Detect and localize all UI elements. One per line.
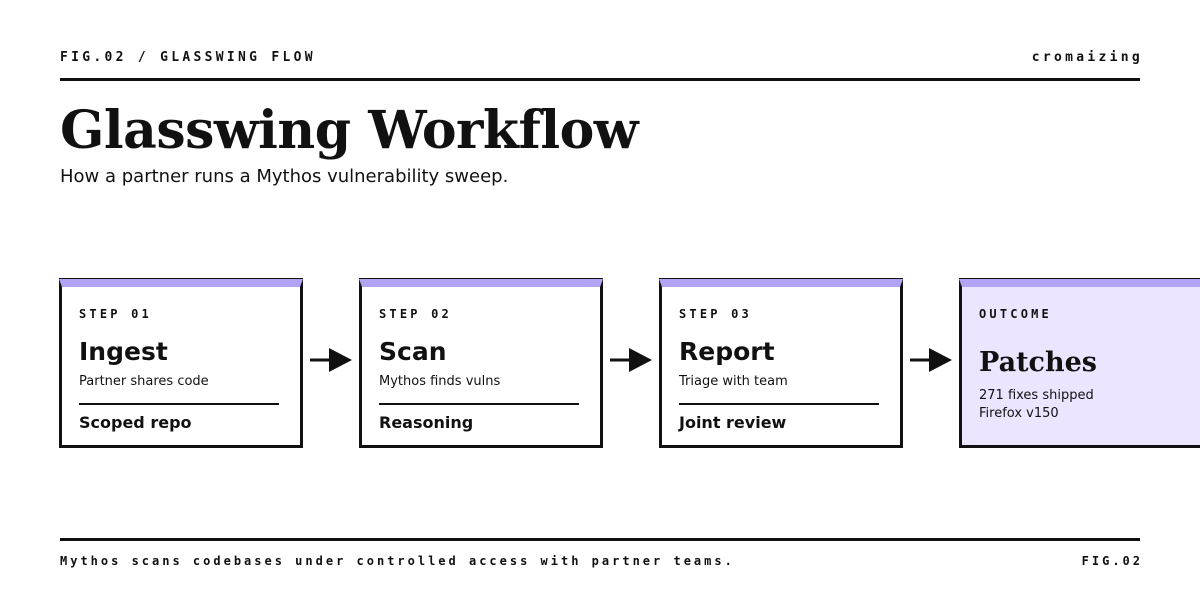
step-name: Ingest [79,337,168,366]
outcome-detail-release: Firefox v150 [979,406,1059,421]
arrow-right-icon [910,348,952,372]
card-divider [679,403,879,405]
page-title: Glasswing Workflow [60,100,639,161]
step-name: Scan [379,337,447,366]
arrow-right-icon [310,348,352,372]
figure-label: FIG.02 / GLASSWING FLOW [60,50,316,65]
step-number: STEP 01 [79,307,152,321]
step-description: Triage with team [679,374,788,389]
step-card-report: STEP 03 Report Triage with team Joint re… [659,279,903,448]
footer-rule [60,538,1140,541]
outcome-label: OUTCOME [979,307,1052,321]
step-description: Mythos finds vulns [379,374,501,389]
page-subtitle: How a partner runs a Mythos vulnerabilit… [60,166,509,187]
header-rule [60,78,1140,81]
step-number: STEP 03 [679,307,752,321]
card-divider [79,403,279,405]
step-description: Partner shares code [79,374,209,389]
step-card-scan: STEP 02 Scan Mythos finds vulns Reasonin… [359,279,603,448]
footer-figure-label: FIG.02 [1081,554,1143,568]
step-tag: Reasoning [379,413,474,432]
outcome-name: Patches [979,347,1097,378]
step-tag: Joint review [679,413,787,432]
outcome-card-patches: OUTCOME Patches 271 fixes shipped Firefo… [959,279,1200,448]
brand-name: cromaizing [1031,50,1143,65]
arrow-right-icon [610,348,652,372]
step-number: STEP 02 [379,307,452,321]
outcome-detail-fixes: 271 fixes shipped [979,388,1094,403]
footer-caption: Mythos scans codebases under controlled … [60,554,735,568]
step-tag: Scoped repo [79,413,192,432]
card-divider [379,403,579,405]
step-name: Report [679,337,775,366]
step-card-ingest: STEP 01 Ingest Partner shares code Scope… [59,279,303,448]
